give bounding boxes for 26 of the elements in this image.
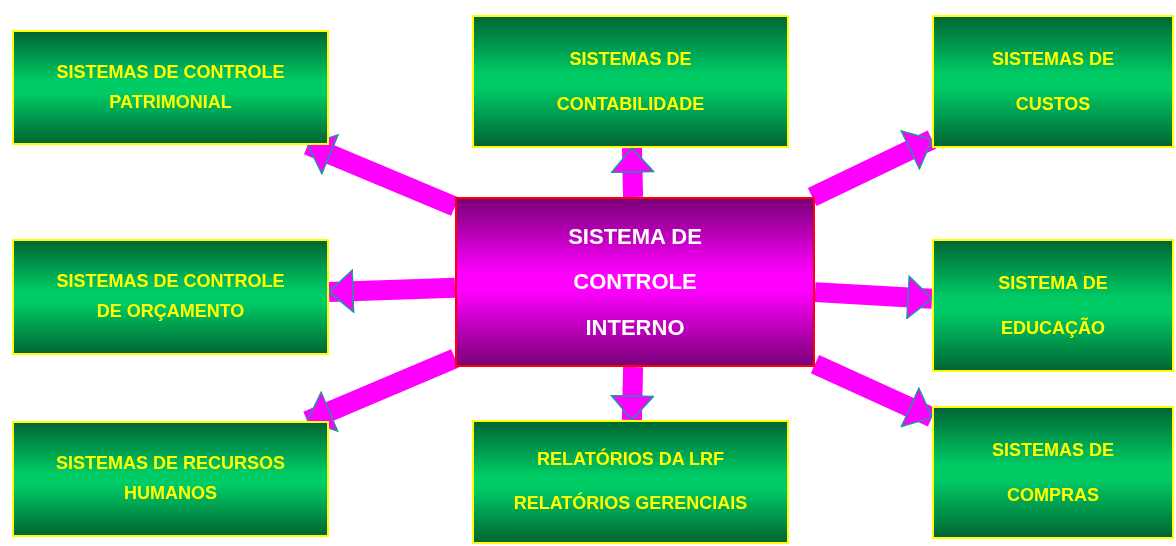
system-box (932, 239, 1174, 372)
system-box (12, 30, 329, 145)
block-arrow (610, 147, 655, 198)
system-box (12, 421, 329, 537)
block-arrow (807, 130, 937, 206)
system-box (472, 420, 789, 544)
box-label: SISTEMAS DE CUSTOS (991, 47, 1115, 116)
system-box (472, 15, 789, 148)
block-arrow (303, 134, 459, 216)
block-arrow (610, 366, 655, 421)
system-box (932, 406, 1174, 539)
system-box (932, 15, 1174, 148)
system-box (12, 239, 329, 355)
box-label: RELATÓRIOS DA LRF (537, 447, 724, 472)
box-label: SISTEMAS DE CONTROLE DE ORÇAMENTO (55, 270, 286, 323)
block-arrow (814, 275, 933, 320)
box-label: SISTEMA DE EDUCAÇÃO (997, 271, 1109, 340)
box-label: SISTEMA DE CONTROLE INTERNO (567, 223, 703, 342)
box-label: RELATÓRIOS GERENCIAIS (513, 491, 748, 515)
block-arrow (328, 269, 456, 313)
box-label: SISTEMAS DE COMPRAS (991, 438, 1115, 507)
box-label: SISTEMAS DE CONTABILIDADE (555, 47, 706, 116)
box-label: SISTEMAS DE RECURSOS HUMANOS (54, 452, 286, 505)
box-label: SISTEMAS DE CONTROLE PATRIMONIAL (55, 60, 286, 114)
central-box (455, 197, 815, 367)
block-arrow (303, 349, 459, 432)
